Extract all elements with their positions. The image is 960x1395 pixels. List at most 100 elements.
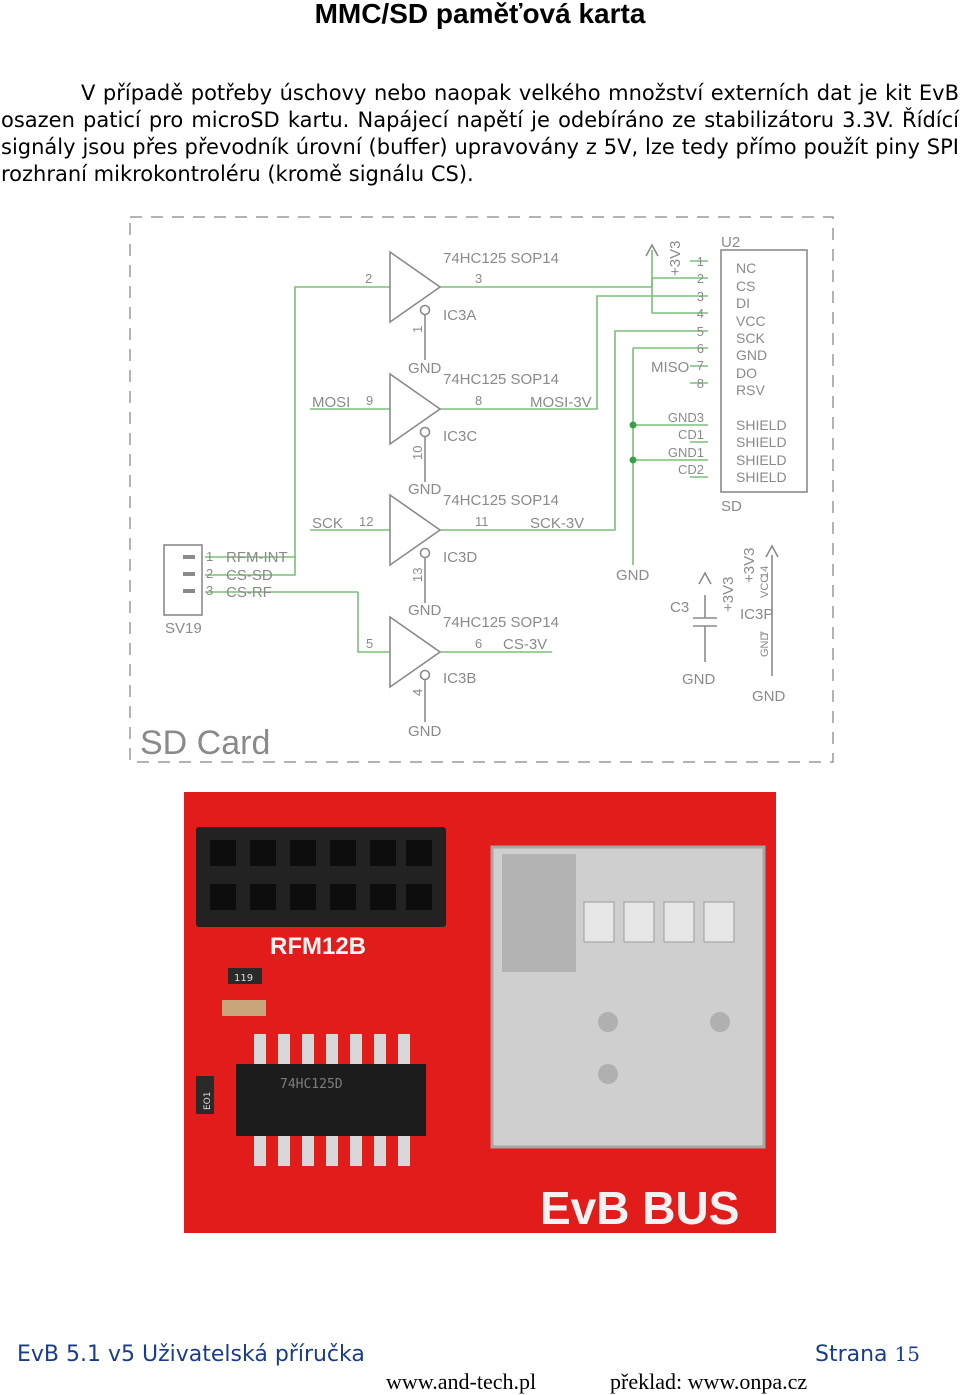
connector-pins bbox=[183, 555, 195, 593]
buffer-name: IC3C bbox=[443, 428, 477, 445]
sd-socket-name: U2 bbox=[721, 234, 740, 251]
connector-name: SV19 bbox=[165, 620, 202, 637]
pin-number: 8 bbox=[475, 393, 482, 408]
wire-junctions bbox=[629, 421, 637, 464]
socket-holes bbox=[598, 1012, 730, 1084]
sd-pin-name: GND bbox=[736, 347, 767, 363]
miso-label: MISO bbox=[651, 359, 689, 376]
sd-pin-number: 5 bbox=[697, 324, 704, 339]
pin-number: 4 bbox=[410, 689, 425, 696]
buffer-name: IC3A bbox=[443, 307, 476, 324]
board-photo: RFM12B 119 EO1 74HC125D EvB BUS bbox=[184, 792, 776, 1233]
silk-rfm12b: RFM12B bbox=[270, 933, 366, 960]
net-label-sck-3v: SCK-3V bbox=[530, 515, 584, 532]
power-ic-vcc-num: 14 bbox=[759, 566, 771, 578]
power-ic-vcc-pin: VCC bbox=[759, 575, 771, 598]
buffer-part-label: 74HC125 SOP14 bbox=[443, 492, 559, 509]
ic-74hc125 bbox=[236, 1064, 426, 1136]
socket-slot bbox=[502, 854, 576, 972]
pin-number: 13 bbox=[410, 568, 425, 582]
pin-number: 11 bbox=[475, 514, 489, 529]
sd-shield-pin: CD2 bbox=[678, 462, 704, 477]
buffer-gnd: GND bbox=[408, 360, 442, 377]
pin-number: 9 bbox=[366, 393, 373, 408]
footer-url-right[interactable]: překlad: www.onpa.cz bbox=[610, 1369, 808, 1394]
sd-gnd-label: GND bbox=[616, 567, 650, 584]
footer-page-number: 15 bbox=[894, 1342, 920, 1366]
resistor bbox=[196, 1076, 214, 1114]
sd-pin-name: NC bbox=[736, 260, 756, 276]
buffer-name: IC3B bbox=[443, 670, 476, 687]
sd-pin-number: 4 bbox=[697, 306, 704, 321]
footer-url-left[interactable]: www.and-tech.pl bbox=[386, 1369, 537, 1394]
buffer-part-label: 74HC125 SOP14 bbox=[443, 614, 559, 631]
net-label-cs-3v: CS-3V bbox=[503, 636, 547, 653]
sd-pin-number: 3 bbox=[697, 289, 704, 304]
sd-pin-number: 8 bbox=[697, 376, 704, 391]
power-ic-gnd-num: 7 bbox=[759, 631, 771, 637]
resistor bbox=[228, 968, 262, 984]
pin-number: 6 bbox=[475, 636, 482, 651]
connector-pin-num: 2 bbox=[206, 566, 213, 581]
footer-manual-title: EvB 5.1 v5 Uživatelská příručka bbox=[17, 1342, 365, 1367]
pin-number: 10 bbox=[410, 446, 425, 460]
capacitor-supply: +3V3 bbox=[720, 577, 737, 612]
chip-marking: 74HC125D bbox=[280, 1077, 343, 1092]
capacitor-name: C3 bbox=[670, 599, 689, 616]
sd-shield-name: SHIELD bbox=[736, 434, 787, 450]
power-ic-name: IC3P bbox=[740, 606, 773, 623]
sd-socket-value: SD bbox=[721, 498, 742, 515]
footer-page-label: Strana bbox=[815, 1342, 888, 1367]
capacitor-gnd: GND bbox=[682, 671, 716, 688]
buffer-gnd: GND bbox=[408, 723, 442, 740]
sd-shield-pin: GND3 bbox=[668, 410, 704, 425]
schematic-frame-label: SD Card bbox=[140, 724, 270, 762]
pin-number: 1 bbox=[410, 326, 425, 333]
paragraph-line: signály jsou přes převodník úrovní (buff… bbox=[1, 135, 959, 159]
connector-pin-num: 3 bbox=[206, 583, 213, 598]
pin-number: 12 bbox=[359, 514, 373, 529]
silk-evb-bus: EvB BUS bbox=[540, 1182, 739, 1233]
intro-paragraph: V případě potřeby úschovy nebo naopak ve… bbox=[1, 80, 959, 188]
footer-page: Strana 15 bbox=[815, 1342, 920, 1367]
sd-shield-pin: GND1 bbox=[668, 445, 704, 460]
buffer-gnd: GND bbox=[408, 481, 442, 498]
paragraph-line: osazen paticí pro microSD kartu. Napájec… bbox=[1, 108, 959, 132]
buffer-gnd: GND bbox=[408, 602, 442, 619]
net-label-cs-sd: CS-SD bbox=[226, 567, 273, 584]
resistor-code: EO1 bbox=[203, 1092, 213, 1111]
sd-shield-pin: CD1 bbox=[678, 427, 704, 442]
sd-shield-name: SHIELD bbox=[736, 417, 787, 433]
net-label-rfm-int: RFM-INT bbox=[226, 549, 288, 566]
sd-card-schematic: 74HC125 SOP14 IC3A GND 74HC125 SOP14 IC3… bbox=[129, 216, 834, 763]
buffer-part-label: 74HC125 SOP14 bbox=[443, 371, 559, 388]
sd-pin-name: VCC bbox=[736, 313, 766, 329]
socket-contacts bbox=[583, 901, 735, 943]
sd-shield-name: SHIELD bbox=[736, 469, 787, 485]
pin-header-holes bbox=[210, 840, 432, 910]
power-ic-gnd: GND bbox=[752, 688, 786, 705]
sd-pin-name: DI bbox=[736, 295, 750, 311]
sd-pin-name: CS bbox=[736, 278, 755, 294]
sd-pin-number: 6 bbox=[697, 341, 704, 356]
paragraph-line: V případě potřeby úschovy nebo naopak ve… bbox=[81, 81, 959, 105]
sd-pin-number: 2 bbox=[697, 271, 704, 286]
net-label-mosi-3v: MOSI-3V bbox=[530, 394, 592, 411]
chip-pins bbox=[254, 1034, 410, 1166]
sd-pin-name: RSV bbox=[736, 382, 765, 398]
sd-supply-label: +3V3 bbox=[667, 241, 684, 276]
power-ic-gnd-pin: GND bbox=[759, 633, 771, 658]
page-title: MMC/SD paměťová karta bbox=[314, 0, 646, 29]
pin-number: 2 bbox=[365, 271, 372, 286]
resistor-code: 119 bbox=[234, 973, 253, 984]
power-ic-supply: +3V3 bbox=[741, 548, 758, 583]
capacitor-smd bbox=[222, 1000, 266, 1016]
connector-pin-num: 1 bbox=[206, 549, 213, 564]
net-label-cs-rf: CS-RF bbox=[226, 584, 272, 601]
schematic-frame bbox=[129, 216, 834, 763]
pin-number: 3 bbox=[475, 271, 482, 286]
net-label-sck: SCK bbox=[312, 515, 343, 532]
sd-pin-number: 7 bbox=[697, 358, 704, 373]
paragraph-line: rozhraní mikrokontroléru (kromě signálu … bbox=[1, 162, 474, 186]
sd-pin-name: SCK bbox=[736, 330, 765, 346]
